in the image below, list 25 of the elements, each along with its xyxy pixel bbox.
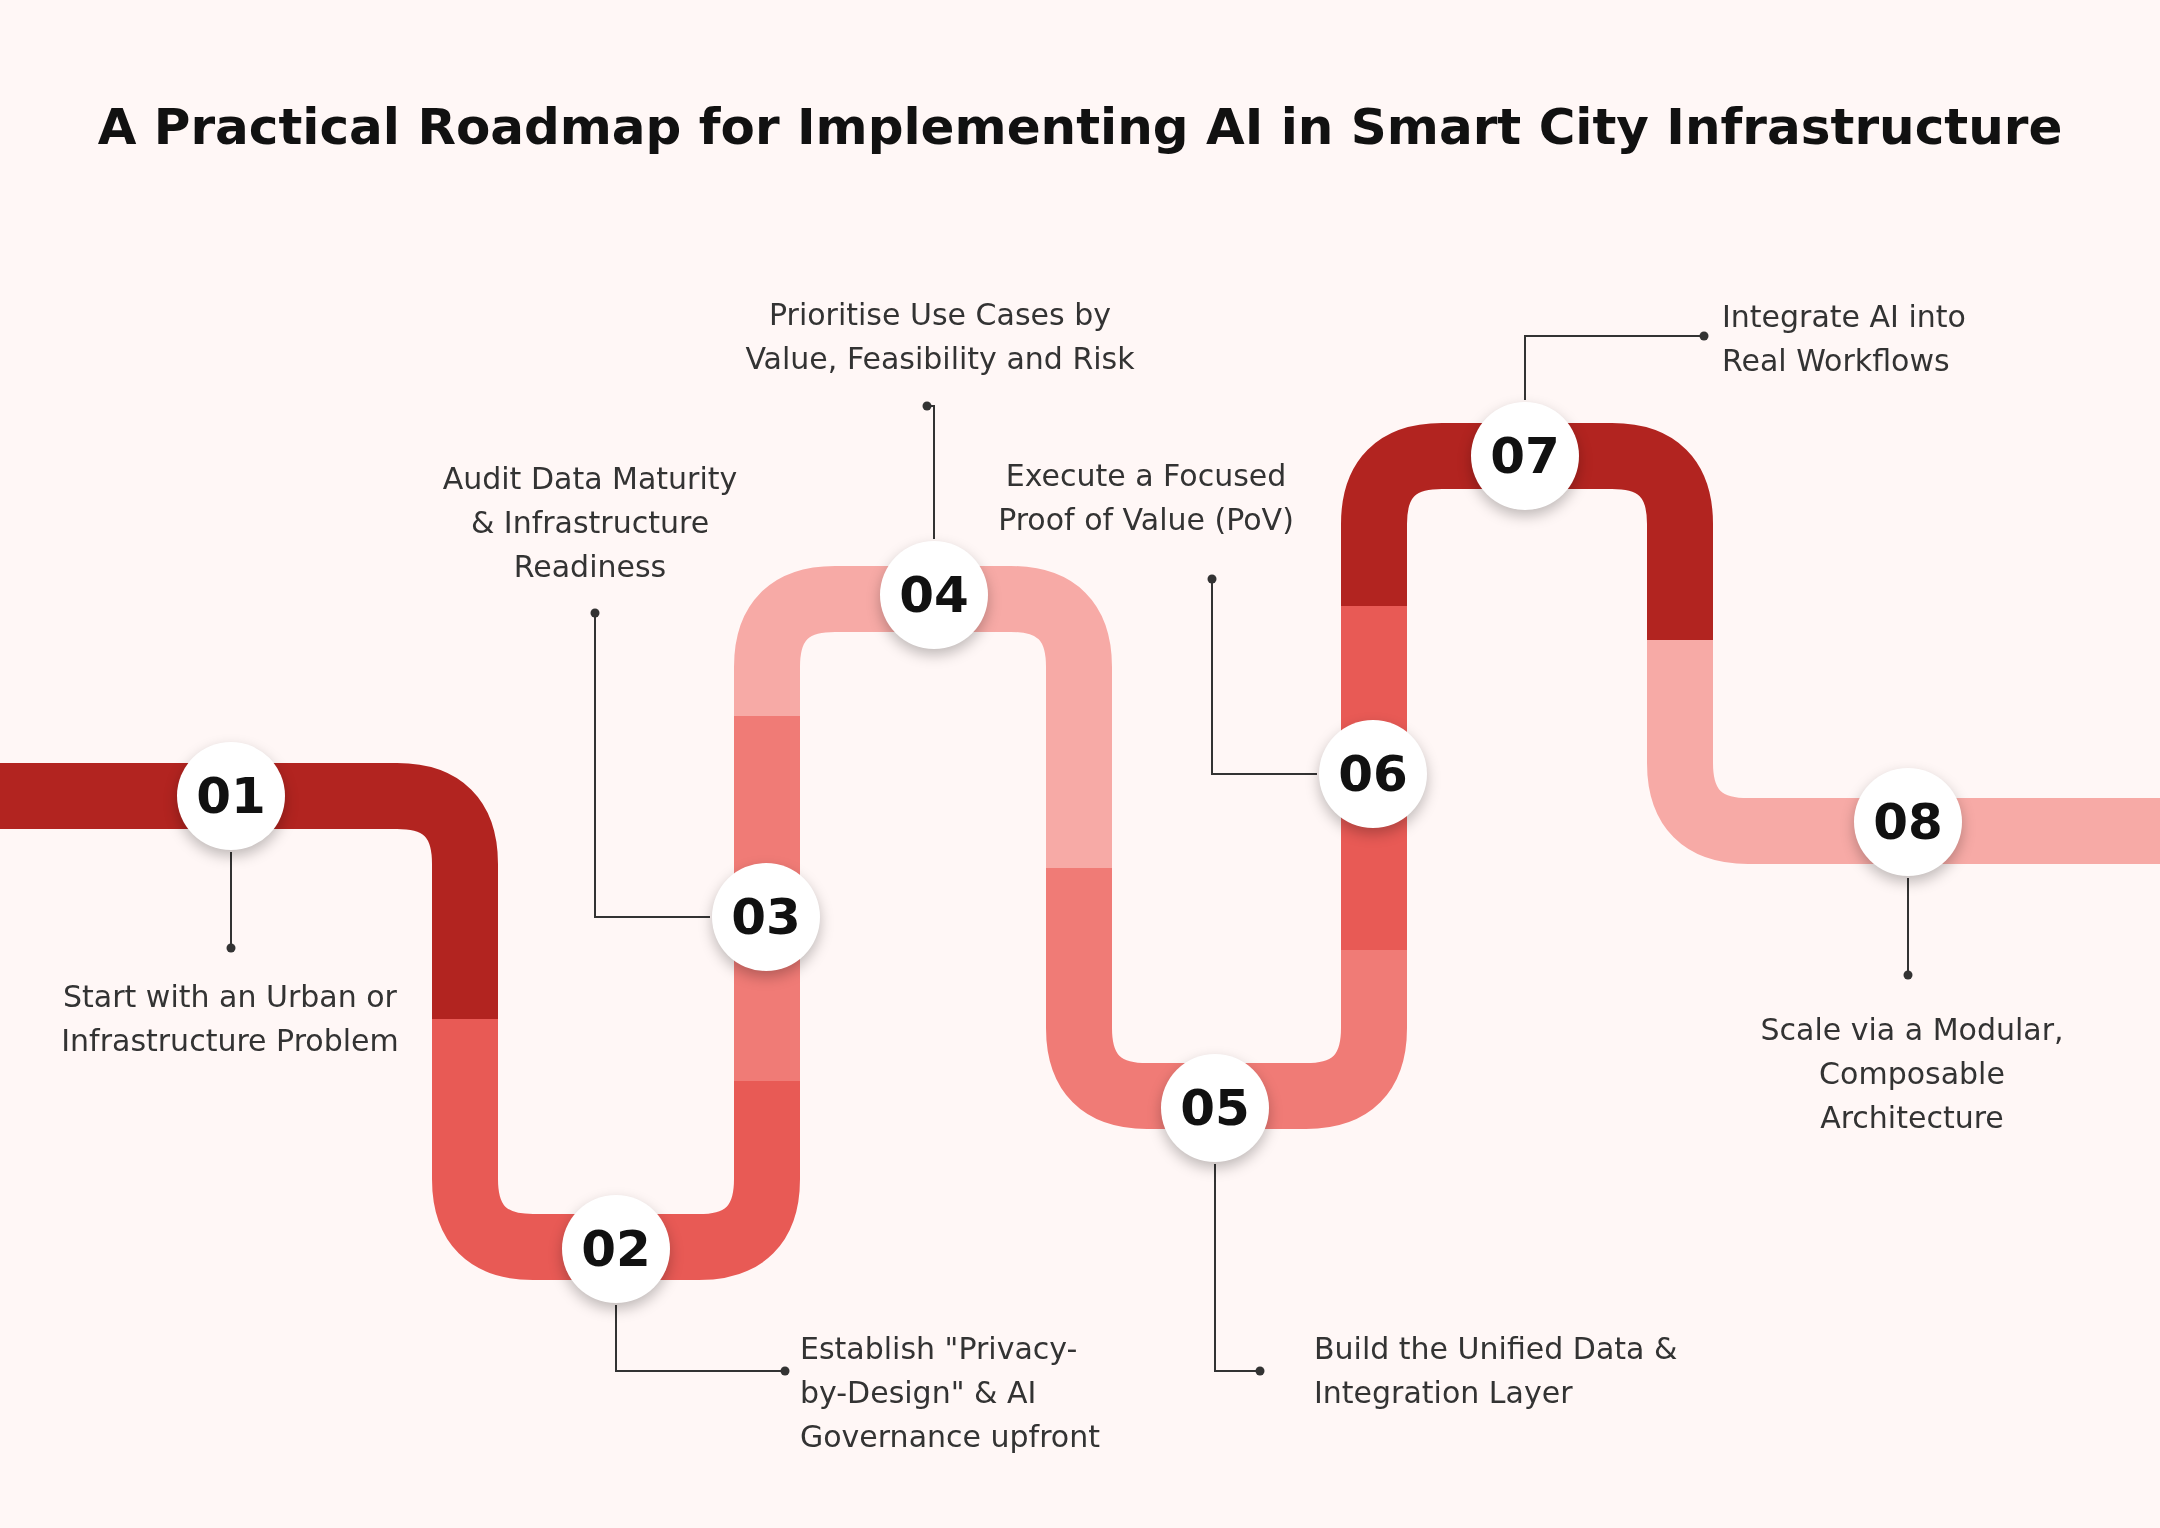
leader-line — [1207, 574, 1318, 775]
step-number-circle: 05 — [1161, 1054, 1269, 1162]
step-number-circle: 07 — [1471, 402, 1579, 510]
step-number-circle: 03 — [712, 863, 820, 971]
leader-line — [226, 851, 236, 953]
step-label: Execute a Focused Proof of Value (PoV) — [971, 454, 1321, 542]
leader-line — [1524, 331, 1709, 401]
leader-line — [922, 401, 935, 540]
step-number-circle: 08 — [1854, 768, 1962, 876]
step-label: Build the Unified Data & Integration Layer — [1314, 1327, 1694, 1415]
step-label: Establish "Privacy-by-Design" & AI Governance upfront — [800, 1327, 1100, 1459]
step-label: Integrate AI into Real Workflows — [1722, 295, 2012, 383]
leader-line — [615, 1304, 790, 1376]
step-label: Prioritise Use Cases by Value, Feasibility and Risk — [725, 293, 1155, 381]
step-number-circle: 06 — [1319, 720, 1427, 828]
leader-line — [590, 608, 711, 918]
step-label: Start with an Urban or Infrastructure Problem — [20, 975, 440, 1063]
step-number-circle: 01 — [177, 742, 285, 850]
title: A Practical Roadmap for Implementing AI in Smart City Infrastructure — [96, 98, 2064, 156]
step-label: Scale via a Modular, Composable Architecture — [1742, 1008, 2082, 1140]
step-number-circle: 02 — [562, 1195, 670, 1303]
step-label: Audit Data Maturity & Infrastructure Readiness — [435, 457, 745, 589]
leader-line — [1903, 877, 1913, 980]
leader-line — [1214, 1163, 1265, 1376]
step-number-circle: 04 — [880, 541, 988, 649]
